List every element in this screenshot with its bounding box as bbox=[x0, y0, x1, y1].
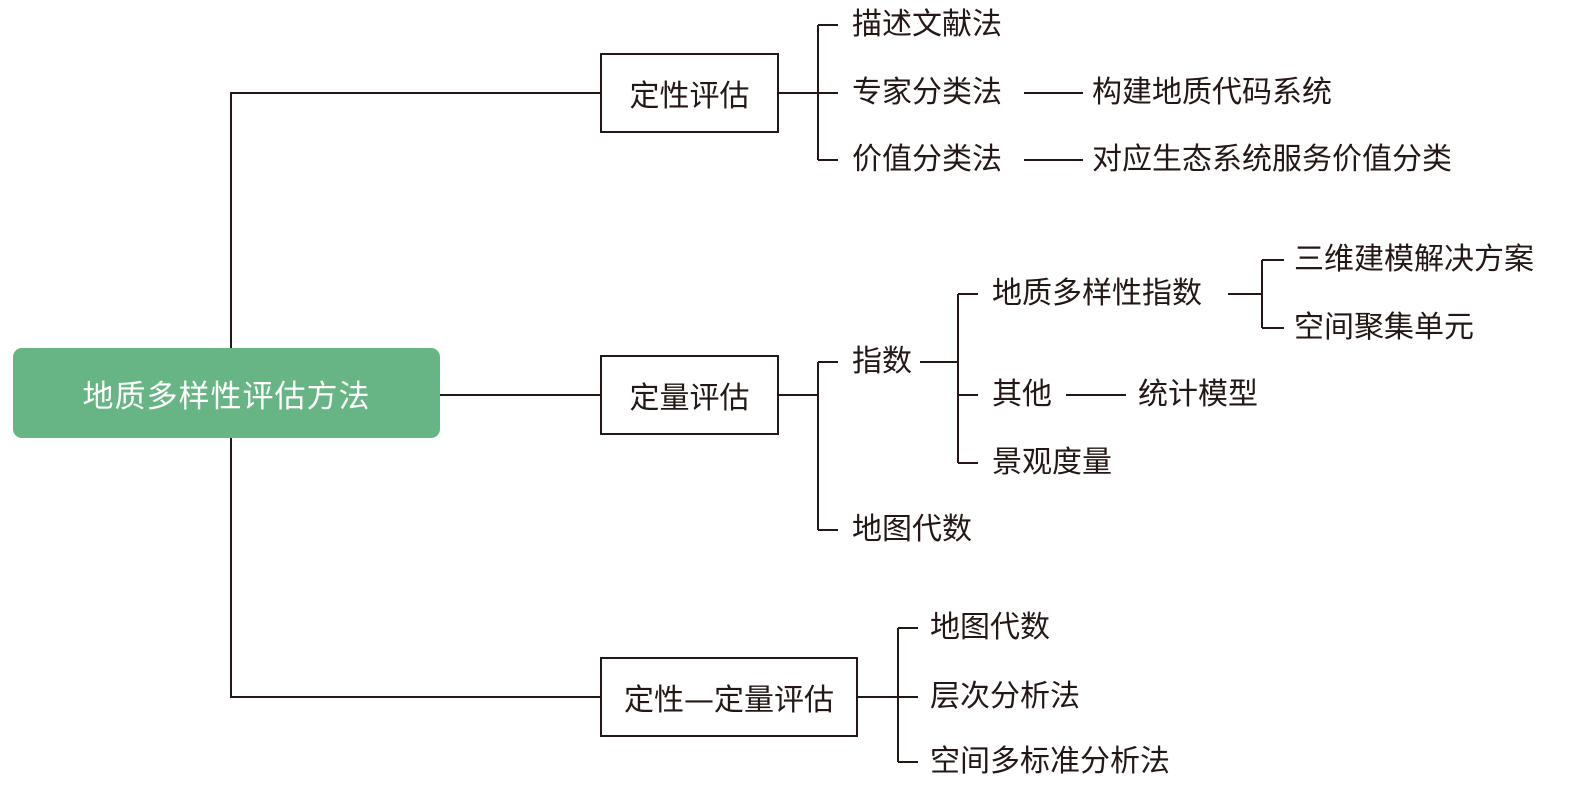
connector-root-qualitative bbox=[230, 92, 600, 348]
mixed-label: 定性—定量评估 bbox=[624, 683, 834, 718]
method-map-algebra: 地图代数 bbox=[852, 512, 972, 547]
root-node: 地质多样性评估方法 bbox=[13, 348, 440, 438]
connector-quantitative-methods bbox=[779, 361, 838, 531]
leaf-ecosystem-service: 对应生态系统服务价值分类 bbox=[1092, 142, 1452, 177]
method-expert: 专家分类法 bbox=[852, 75, 1002, 110]
connector-geodiversity-leaves bbox=[1228, 259, 1284, 329]
connector-index-children bbox=[920, 293, 978, 464]
quantitative-label: 定量评估 bbox=[629, 381, 750, 416]
root-label: 地质多样性评估方法 bbox=[82, 378, 371, 415]
quantitative-box: 定量评估 bbox=[600, 355, 779, 435]
method-landscape-metrics: 景观度量 bbox=[992, 445, 1112, 480]
method-value: 价值分类法 bbox=[852, 142, 1002, 177]
method-other: 其他 bbox=[992, 377, 1052, 412]
qualitative-box: 定性评估 bbox=[600, 53, 779, 133]
method-geodiversity-index: 地质多样性指数 bbox=[992, 276, 1202, 311]
leaf-geo-code-system: 构建地质代码系统 bbox=[1092, 75, 1332, 110]
connector-qualitative-methods bbox=[779, 24, 838, 161]
method-index: 指数 bbox=[852, 344, 912, 379]
leaf-statistical-model: 统计模型 bbox=[1138, 377, 1258, 412]
mixed-box: 定性—定量评估 bbox=[600, 657, 858, 737]
leaf-spatial-cluster: 空间聚集单元 bbox=[1294, 310, 1474, 345]
connector-root-mixed bbox=[230, 438, 600, 698]
mixed-method-map-algebra: 地图代数 bbox=[930, 610, 1050, 645]
method-literature: 描述文献法 bbox=[852, 7, 1002, 42]
leaf-3d-modeling: 三维建模解决方案 bbox=[1294, 242, 1534, 277]
mixed-method-smca: 空间多标准分析法 bbox=[930, 744, 1170, 779]
connector-mixed-methods bbox=[858, 627, 918, 763]
mixed-method-ahp: 层次分析法 bbox=[930, 679, 1080, 714]
qualitative-label: 定性评估 bbox=[629, 79, 750, 114]
